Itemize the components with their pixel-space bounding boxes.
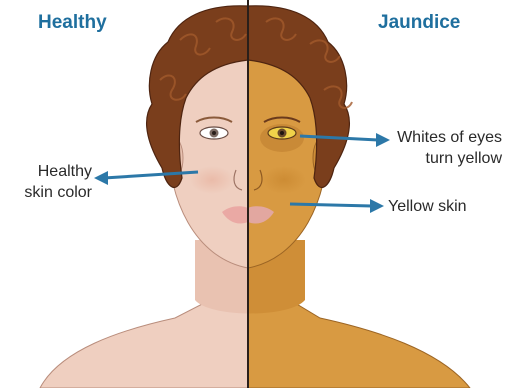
title-healthy: Healthy (38, 12, 107, 34)
label-eyes-line1: Whites of eyes (397, 129, 502, 146)
title-jaundice: Jaundice (378, 12, 460, 34)
label-healthy-line2: skin color (24, 184, 92, 201)
label-healthy-line1: Healthy (38, 163, 92, 180)
label-whites-of-eyes: Whites of eyes turn yellow (372, 127, 502, 169)
label-eyes-line2: turn yellow (426, 150, 502, 167)
label-yellow-skin: Yellow skin (388, 196, 467, 217)
label-healthy-skin-color: Healthy skin color (14, 161, 92, 203)
